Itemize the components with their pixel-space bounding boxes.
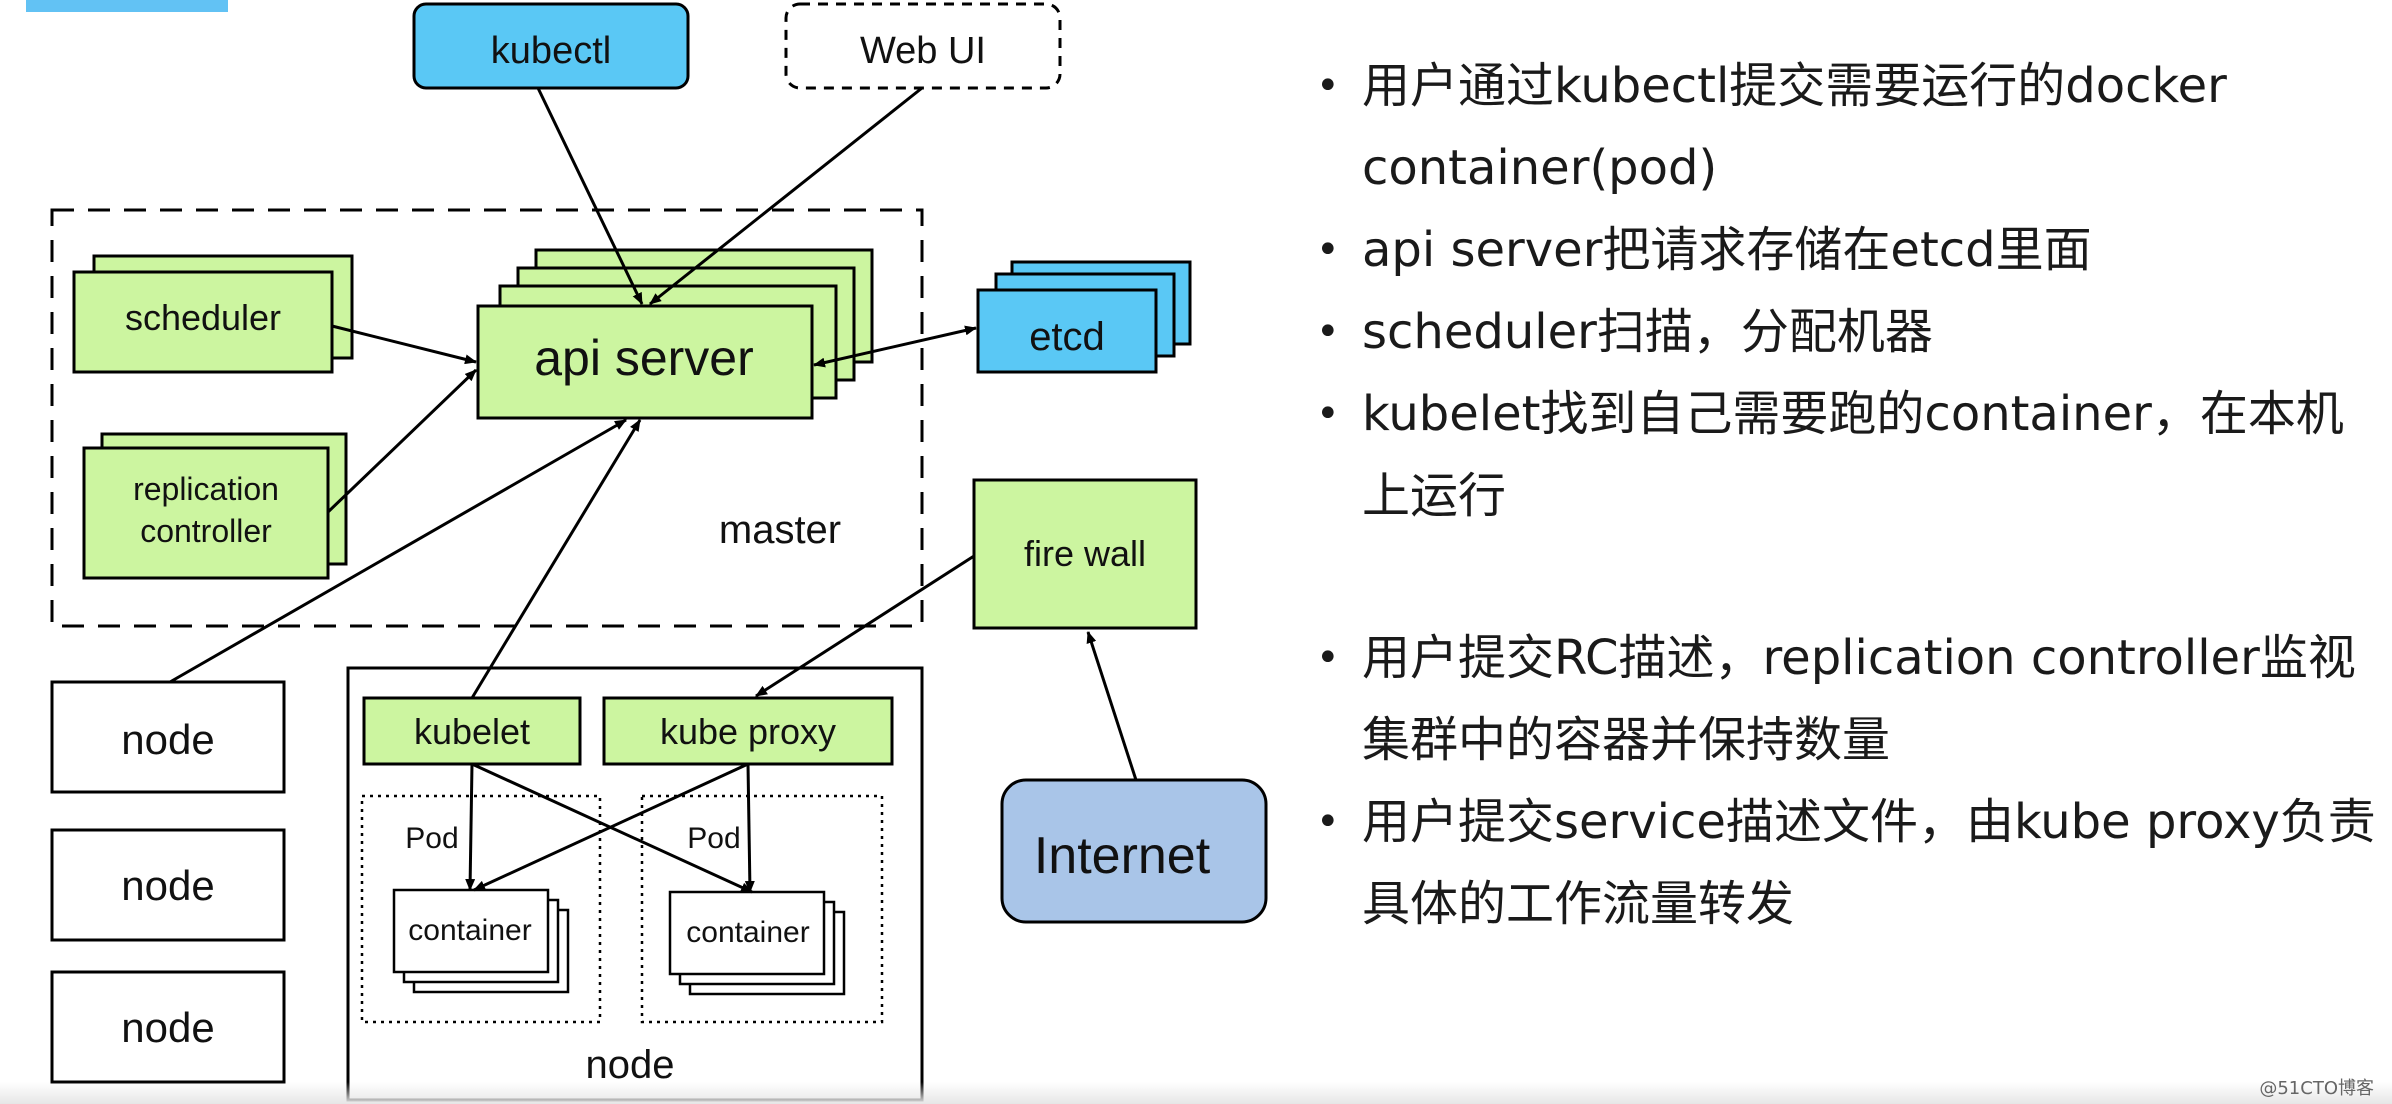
bullet-5: 用户提交RC描述，replication controller监视集群中的容器并…: [1316, 617, 2376, 781]
svg-text:Internet: Internet: [1034, 827, 1211, 885]
arrow-internet-firewall: [1086, 631, 1138, 781]
watermark: @51CTO博客: [2259, 1078, 2374, 1099]
kubectl-box: kubectl: [412, 2, 690, 90]
pod-1-group: Pod container: [360, 794, 602, 1024]
replication-controller-box: replication controller: [82, 432, 348, 580]
bottom-fade: [0, 1082, 2392, 1104]
arrow-replication-api: [326, 368, 478, 514]
arrow-webui-api: [649, 86, 923, 306]
bullet-3: scheduler扫描，分配机器: [1316, 291, 2376, 373]
internet-box: Internet: [1000, 778, 1268, 924]
corner-tab: [26, 0, 228, 12]
svg-text:scheduler: scheduler: [125, 297, 281, 338]
arrow-kubectl-api: [536, 87, 644, 305]
svg-text:fire wall: fire wall: [1024, 533, 1146, 574]
arrow-firewall-kubeproxy: [755, 554, 975, 698]
svg-text:kubectl: kubectl: [491, 30, 611, 72]
scheduler-box: scheduler: [72, 254, 354, 374]
bullet-4: kubelet找到自己需要跑的container，在本机上运行: [1316, 373, 2376, 537]
svg-text:node: node: [121, 716, 214, 763]
kube-proxy-box: kube proxy: [602, 696, 894, 766]
kubelet-box: kubelet: [362, 696, 582, 766]
arrow-proxy-pod2: [744, 763, 755, 893]
arrow-node-api: [169, 418, 627, 684]
arrow-scheduler-api: [331, 324, 477, 365]
arrow-proxy-pod1: [473, 762, 749, 892]
svg-text:Pod: Pod: [687, 822, 740, 855]
arrow-kubelet-pod1: [465, 763, 476, 891]
bullet-6: 用户提交service描述文件，由kube proxy负责具体的工作流量转发: [1316, 781, 2376, 945]
web-ui-box: Web UI: [784, 2, 1062, 90]
svg-text:api server: api server: [534, 330, 754, 386]
architecture-diagram: master kubectl Web UI scheduler replicat…: [50, 2, 1268, 1102]
svg-text:Web UI: Web UI: [860, 30, 986, 72]
svg-text:Pod: Pod: [405, 822, 458, 855]
svg-text:node: node: [121, 862, 214, 909]
container-label-2: container: [686, 916, 809, 949]
explanation-bullets: 用户通过kubectl提交需要运行的docker container(pod) …: [1316, 45, 2376, 945]
svg-text:node: node: [586, 1043, 675, 1087]
svg-text:kube proxy: kube proxy: [660, 711, 836, 752]
svg-text:etcd: etcd: [1029, 315, 1105, 359]
arrow-kubelet-api: [470, 419, 642, 699]
api-server-box: api server: [476, 248, 874, 420]
fire-wall-box: fire wall: [972, 478, 1198, 630]
svg-text:controller: controller: [140, 513, 272, 549]
master-boundary: [50, 208, 924, 628]
container-label-1: container: [408, 914, 531, 947]
master-label: master: [719, 508, 841, 552]
etcd-box: etcd: [976, 260, 1192, 374]
node-box-2: node: [50, 828, 286, 942]
connector-arrows: [169, 86, 1138, 894]
bullet-2: api server把请求存储在etcd里面: [1316, 209, 2376, 291]
svg-text:replication: replication: [133, 471, 279, 507]
svg-text:node: node: [121, 1004, 214, 1051]
pod-2-group: Pod container: [640, 794, 884, 1024]
bullet-1: 用户通过kubectl提交需要运行的docker container(pod): [1316, 45, 2376, 209]
node-box-1: node: [50, 680, 286, 794]
svg-text:kubelet: kubelet: [414, 711, 530, 752]
arrow-api-etcd: [813, 325, 977, 368]
node-box-3: node: [50, 970, 286, 1084]
